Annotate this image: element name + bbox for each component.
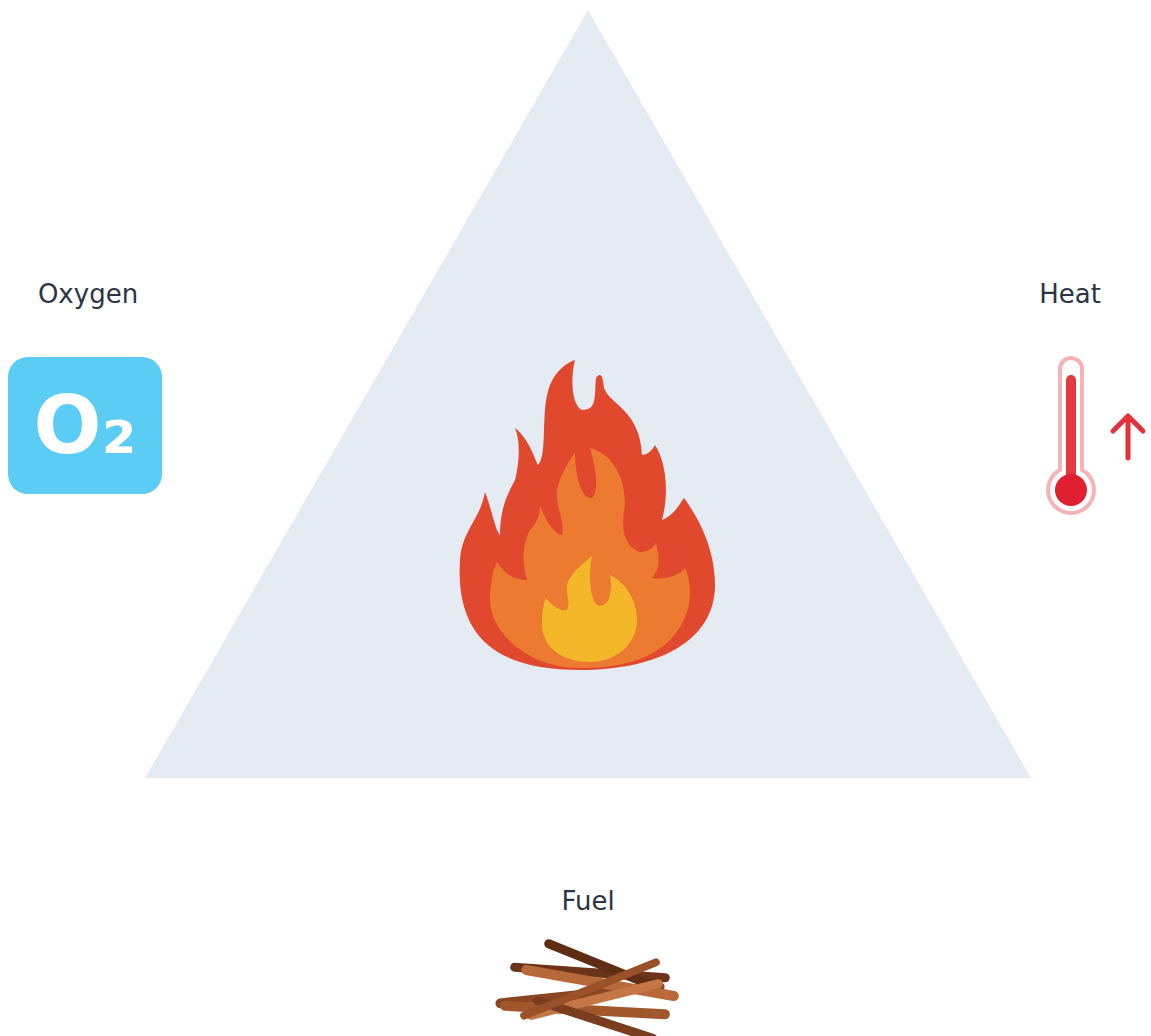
icon-text: O₂	[33, 386, 136, 466]
oxygen-icon	[8, 357, 162, 494]
label-holder: Fuel	[561, 886, 614, 917]
label-text: Heat	[1039, 279, 1101, 310]
triangle	[145, 10, 1031, 778]
thermometer-icon	[1046, 356, 1143, 515]
label-holder: Heat	[1039, 279, 1101, 310]
label-holder: O₂	[33, 386, 136, 466]
fire-icon	[460, 360, 715, 670]
label-text: Oxygen	[38, 279, 138, 310]
wood-sticks-icon	[495, 938, 680, 1036]
label-holder: Oxygen	[38, 279, 138, 310]
label-text: Fuel	[561, 886, 614, 917]
